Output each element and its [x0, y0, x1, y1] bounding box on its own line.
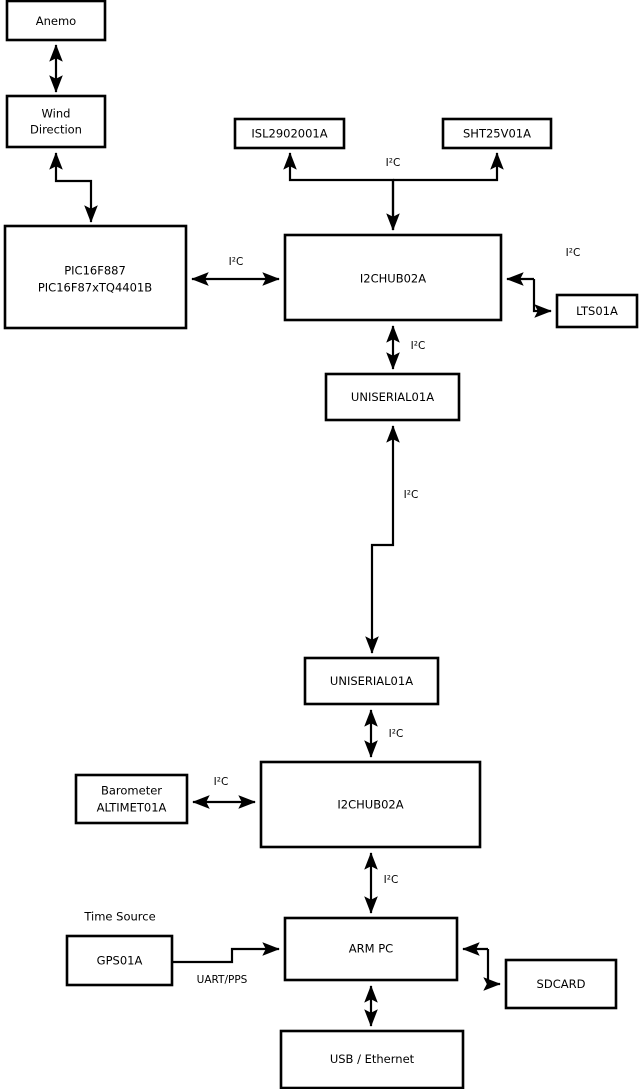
- node-box-usb-ethernet: [279, 1029, 465, 1089]
- node-box-sht25v01a: [441, 117, 553, 150]
- node-box-wind-direction: [5, 94, 107, 149]
- node-label-pic-line1: PIC16F887: [64, 264, 126, 278]
- node-label-i2chub02a-top: I2CHUB02A: [360, 272, 426, 286]
- node-label-lts01a: LTS01A: [576, 304, 618, 318]
- node-label-sht25v01a: SHT25V01A: [463, 127, 531, 141]
- node-label-wind-direction-line1: Wind: [42, 107, 71, 121]
- node-sdcard[interactable]: SDCARD: [504, 958, 618, 1010]
- edge-hub-isl: [283, 152, 395, 230]
- node-label-anemo: Anemo: [36, 14, 76, 28]
- edge-gps-armpc: [172, 942, 280, 964]
- edge-hub-lts-out: [532, 279, 552, 318]
- edge-label-i2c-hub-uni: I²C: [411, 340, 426, 352]
- node-box-lts01a: [555, 293, 639, 329]
- node-label-gps01a: GPS01A: [97, 954, 143, 968]
- edge-label-i2c-pic-hub: I²C: [229, 256, 244, 268]
- node-label-pic-line2: PIC16F87xTQ4401B: [38, 281, 152, 295]
- node-label-arm-pc: ARM PC: [349, 942, 393, 956]
- node-label-uniserial01a-bottom: UNISERIAL01A: [330, 674, 413, 688]
- node-i2chub02a-bottom[interactable]: I2CHUB02A: [259, 760, 482, 849]
- node-label-uniserial01a-top: UNISERIAL01A: [351, 390, 434, 404]
- node-anemo[interactable]: Anemo: [5, 0, 107, 42]
- node-box-i2chub02a-bottom: [259, 760, 482, 849]
- node-uniserial01a-bottom[interactable]: UNISERIAL01A: [303, 656, 440, 706]
- edge-label-i2c-uni-hub2: I²C: [389, 728, 404, 740]
- node-box-gps01a: [65, 934, 174, 987]
- node-sht25v01a[interactable]: SHT25V01A: [441, 117, 553, 150]
- node-box-pic-mcu: [3, 224, 188, 330]
- node-label-wind-direction-line2: Direction: [30, 123, 82, 137]
- node-box-anemo: [5, 0, 107, 42]
- node-box-barometer: [74, 773, 189, 825]
- node-arm-pc[interactable]: ARM PC: [283, 916, 459, 982]
- node-gps01a[interactable]: GPS01A: [65, 934, 174, 987]
- edge-label-i2c-uni-uni: I²C: [404, 489, 419, 501]
- node-label-isl2902001a: ISL2902001A: [251, 127, 327, 141]
- node-box-sdcard: [504, 958, 618, 1010]
- node-label-sdcard: SDCARD: [537, 977, 586, 991]
- node-i2chub02a-top[interactable]: I2CHUB02A: [283, 233, 503, 322]
- node-isl2902001a[interactable]: ISL2902001A: [233, 117, 346, 150]
- node-box-uniserial01a-top: [324, 372, 461, 422]
- node-box-isl2902001a: [233, 117, 346, 150]
- edge-pic-wind: [49, 152, 98, 223]
- edge-label-i2c-baro-hub2: I²C: [214, 776, 229, 788]
- node-uniserial01a-top[interactable]: UNISERIAL01A: [324, 372, 461, 422]
- node-usb-ethernet[interactable]: USB / Ethernet: [279, 1029, 465, 1089]
- node-wind-direction[interactable]: Wind Direction: [5, 94, 107, 149]
- edge-label-uart-pps: UART/PPS: [197, 974, 248, 986]
- node-label-barometer-line2: ALTIMET01A: [97, 801, 167, 815]
- node-box-arm-pc: [283, 916, 459, 982]
- node-label-usb-ethernet: USB / Ethernet: [330, 1052, 415, 1066]
- node-label-i2chub02a-bottom: I2CHUB02A: [337, 798, 403, 812]
- node-box-uniserial01a-bottom: [303, 656, 440, 706]
- edge-uniserial-uniserial: [365, 425, 400, 654]
- node-pic-mcu[interactable]: PIC16F887 PIC16F87xTQ4401B: [3, 224, 188, 330]
- node-label-barometer-line1: Barometer: [101, 784, 162, 798]
- node-lts01a[interactable]: LTS01A: [555, 293, 639, 329]
- edge-label-i2c-top-bus: I²C: [386, 157, 401, 169]
- label-time-source: Time Source: [83, 910, 155, 924]
- edge-label-i2c-hub-lts: I²C: [566, 247, 581, 259]
- edge-hub-sht: [393, 152, 504, 182]
- node-box-i2chub02a-top: [283, 233, 503, 322]
- edge-label-i2c-hub2-arm: I²C: [384, 874, 399, 886]
- node-barometer[interactable]: Barometer ALTIMET01A: [74, 773, 189, 825]
- edge-armpc-sdcard-out: [483, 949, 501, 991]
